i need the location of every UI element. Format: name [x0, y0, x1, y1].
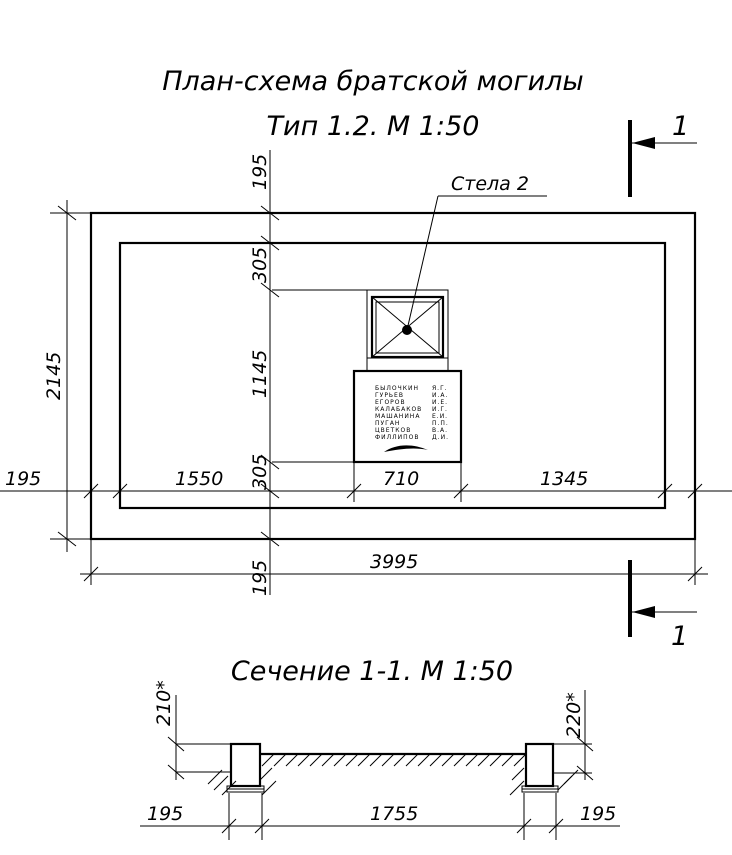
dim-left-to-stele: 1550	[175, 468, 223, 490]
dim-top-offset: 195	[249, 154, 271, 190]
name-initials: В.А.	[432, 427, 448, 434]
name-initials: И.А.	[432, 392, 448, 399]
ground-hatching	[207, 753, 579, 796]
section-mark-top-label: 1	[672, 111, 689, 142]
dim-inner-bottom: 305	[249, 454, 271, 490]
dim-overall-width: 3995	[370, 551, 418, 573]
section-dim-middle: 1755	[370, 803, 418, 825]
name-surname: МАШАНИНА	[375, 413, 420, 420]
section-dim-right: 195	[580, 803, 616, 825]
dim-stele-to-right: 1345	[540, 468, 588, 490]
section-marker-bottom: 1	[628, 560, 697, 652]
section-dim-right-height: 220*	[563, 692, 585, 738]
inner-border	[118, 241, 667, 510]
section-dim-left: 195	[147, 803, 183, 825]
outer-border	[89, 211, 697, 541]
dim-left-offset: 195	[5, 468, 41, 490]
section-mark-bottom-label: 1	[671, 621, 688, 652]
name-surname: БЫЛОЧКИН	[375, 385, 419, 392]
plan-title-line2: Тип 1.2. М 1:50	[267, 111, 480, 142]
left-curb	[229, 742, 262, 788]
right-curb	[524, 742, 555, 788]
name-list: БЫЛОЧКИН Я.Г. ГУРЬЕВ И.А. ЕГОРОВ И.Е. КА…	[375, 385, 449, 441]
section-dim-left-height: 210*	[153, 680, 175, 726]
name-surname: ЦВЕТКОВ	[375, 427, 411, 434]
name-initials: Д.И.	[432, 434, 449, 441]
name-surname: ЕГОРОВ	[375, 399, 406, 406]
name-initials: П.П.	[432, 420, 449, 427]
name-surname: ГУРЬЕВ	[375, 392, 404, 399]
name-initials: Я.Г.	[432, 385, 448, 392]
stele-callout: Стела 2	[406, 173, 547, 331]
name-initials: Е.И.	[432, 413, 448, 420]
name-initials: И.Е.	[432, 399, 448, 406]
name-plaque: БЫЛОЧКИН Я.Г. ГУРЬЕВ И.А. ЕГОРОВ И.Е. КА…	[352, 369, 463, 464]
plan-title-line1: План-схема братской могилы	[162, 66, 584, 97]
dim-stele-height: 1145	[249, 350, 271, 398]
section-title: Сечение 1-1. М 1:50	[231, 656, 513, 687]
dim-stele-width: 710	[383, 468, 419, 490]
name-surname: ФИЛЛИПОВ	[375, 434, 420, 441]
plan-dimensions: 195 1550 710 1345 3995 2145 195 305 1145…	[0, 150, 732, 596]
name-surname: КАЛАБАКОВ	[375, 406, 422, 413]
dim-inner-top: 305	[249, 247, 271, 283]
name-surname: ПУГАН	[375, 420, 400, 427]
name-initials: И.Г.	[432, 406, 448, 413]
laurel-branch-icon	[384, 445, 428, 452]
dim-bottom-offset: 195	[249, 560, 271, 596]
stele-label: Стела 2	[451, 173, 529, 195]
section-view: 195 1755 195 210* 220*	[140, 680, 620, 840]
section-marker-top: 1	[628, 111, 697, 197]
dim-overall-height: 2145	[43, 352, 65, 400]
